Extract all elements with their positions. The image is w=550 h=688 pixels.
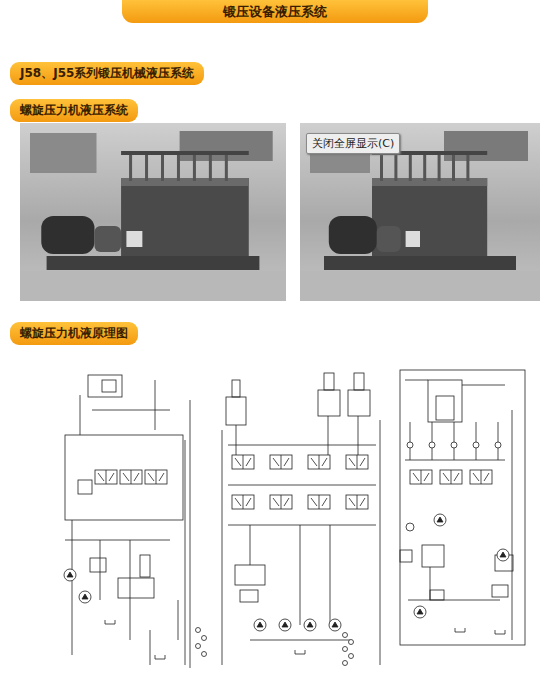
tag-text: 螺旋压力机液压系统 bbox=[20, 103, 128, 117]
tag-text: 关闭全屏显示(C) bbox=[312, 137, 394, 150]
section-tag: J58、J55系列锻压机械液压系统 bbox=[10, 62, 204, 85]
hydraulic-schematic bbox=[64, 370, 525, 668]
section-tag: 螺旋压力机液原理图 bbox=[10, 322, 138, 345]
machine-photo bbox=[300, 123, 540, 301]
tooltip-box: 关闭全屏显示(C) bbox=[306, 133, 400, 154]
section-tag: 螺旋压力机液压系统 bbox=[10, 99, 138, 122]
tag-text: 螺旋压力机液原理图 bbox=[20, 326, 128, 340]
title-banner: 锻压设备液压系统 bbox=[122, 0, 428, 23]
page-title: 锻压设备液压系统 bbox=[223, 4, 327, 19]
machine-photo bbox=[20, 123, 286, 301]
tag-text: J58、J55系列锻压机械液压系统 bbox=[20, 66, 194, 80]
